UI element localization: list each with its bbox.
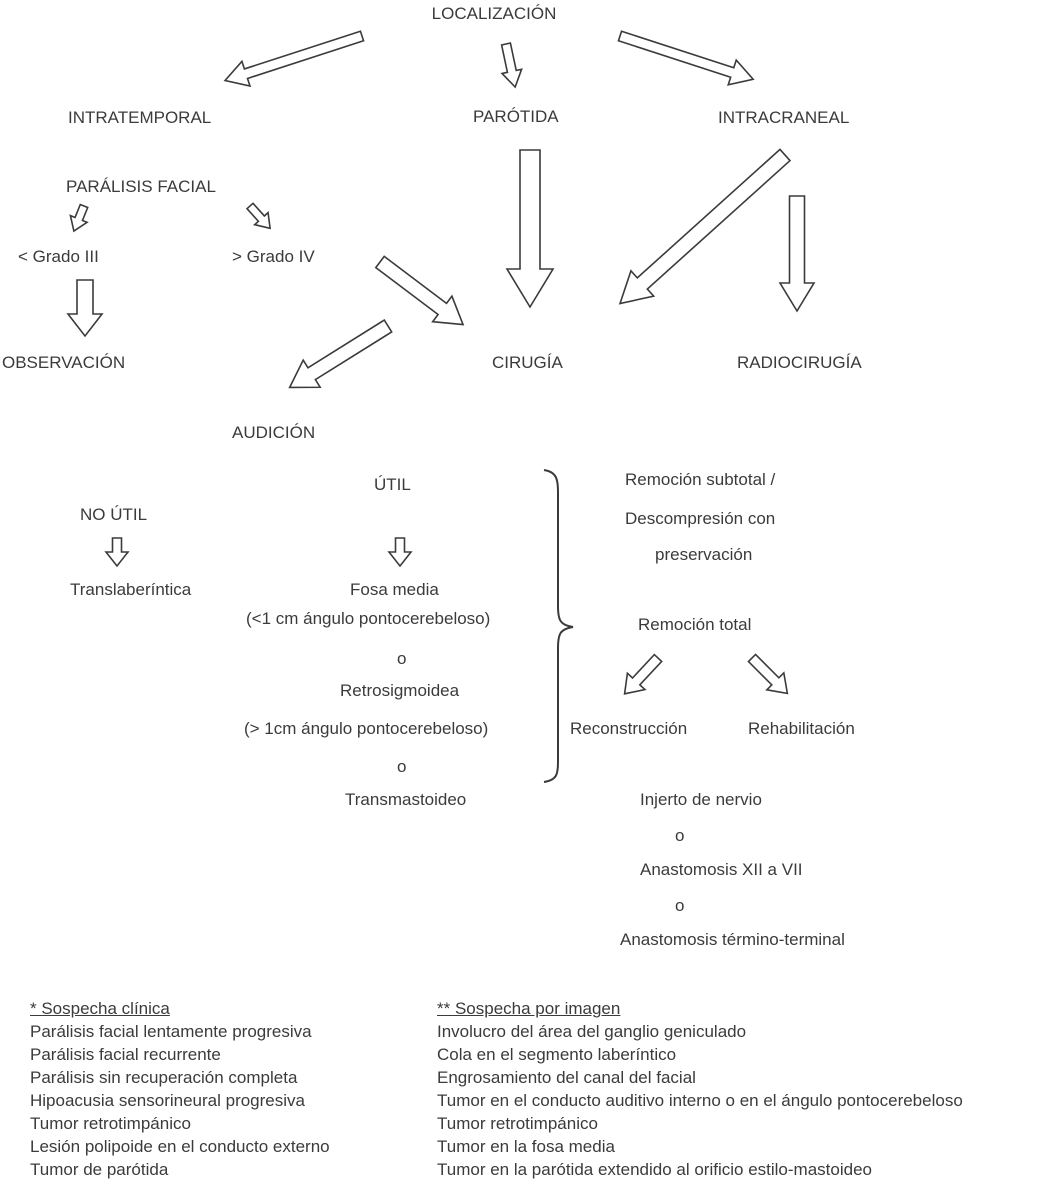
node-grado-iv: > Grado IV xyxy=(232,247,315,266)
arrow-grado-iii-to-observacion xyxy=(66,279,104,338)
footnote-imagen-item: Tumor en la fosa media xyxy=(437,1137,615,1156)
arrow-no-util-to-translaberintica xyxy=(104,537,130,568)
footnote-clinica-item: Parálisis sin recuperación completa xyxy=(30,1068,298,1087)
node-intratemporal: INTRATEMPORAL xyxy=(68,108,212,127)
node-no-util: NO ÚTIL xyxy=(80,505,148,524)
node-o-2: o xyxy=(397,757,407,776)
footnote-imagen-item: Tumor en el conducto auditivo interno o … xyxy=(437,1091,963,1110)
footnote-clinica-item: Tumor retrotimpánico xyxy=(30,1114,191,1133)
footnote-clinica-item: Parálisis facial lentamente progresiva xyxy=(30,1022,312,1041)
node-anastomosis-termino-terminal: Anastomosis término-terminal xyxy=(620,930,845,949)
node-paralisis-facial: PARÁLISIS FACIAL xyxy=(66,177,216,196)
node-observacion: OBSERVACIÓN xyxy=(2,353,126,372)
approach-group-brace xyxy=(543,469,574,783)
footnote-imagen-heading: ** Sospecha por imagen xyxy=(437,999,621,1018)
node-localizacion: LOCALIZACIÓN xyxy=(431,4,557,23)
node-o-1: o xyxy=(397,649,407,668)
arrow-remocion-to-rehabilitacion xyxy=(747,653,789,695)
footnote-imagen-item: Cola en el segmento laberíntico xyxy=(437,1045,677,1064)
node-reconstruccion: Reconstrucción xyxy=(570,719,688,738)
node-grado-iii: < Grado III xyxy=(18,247,99,266)
footnote-clinica-item: Parálisis facial recurrente xyxy=(30,1045,221,1064)
node-anastomosis-xii-vii: Anastomosis XII a VII xyxy=(640,860,803,879)
footnote-imagen-item: Tumor en la parótida extendido al orific… xyxy=(437,1160,872,1179)
arrow-util-to-fosa-media xyxy=(387,537,413,568)
arrow-cirugia-to-audicion xyxy=(288,318,393,389)
node-radiocirugia: RADIOCIRUGÍA xyxy=(737,353,862,372)
footnote-imagen-item: Tumor retrotimpánico xyxy=(437,1114,598,1133)
arrow-localizacion-to-intracraneal xyxy=(617,30,755,86)
arrow-localizacion-to-intratemporal xyxy=(223,30,365,88)
node-intracraneal: INTRACRANEAL xyxy=(718,108,850,127)
node-o-3: o xyxy=(675,826,685,845)
arrow-intracraneal-to-cirugia xyxy=(618,148,792,305)
node-parotida: PARÓTIDA xyxy=(473,107,559,126)
node-translaberintica: Translaberíntica xyxy=(70,580,192,599)
node-o-4: o xyxy=(675,896,685,915)
arrow-grado-iv-to-cirugia xyxy=(374,255,465,326)
node-retrosigmoidea-criterio: (> 1cm ángulo pontocerebeloso) xyxy=(244,719,489,738)
footnote-imagen-item: Involucro del área del ganglio geniculad… xyxy=(437,1022,747,1041)
footnote-clinica-item: Lesión polipoide en el conducto externo xyxy=(30,1137,330,1156)
node-retrosigmoidea: Retrosigmoidea xyxy=(340,681,460,700)
arrow-parotida-to-cirugia xyxy=(505,149,555,309)
node-remocion-subtotal-linea3: preservación xyxy=(655,545,753,564)
arrow-remocion-to-reconstruccion xyxy=(623,653,663,695)
footnote-sospecha-imagen: ** Sospecha por imagen Involucro del áre… xyxy=(437,997,1057,1181)
node-remocion-total: Remoción total xyxy=(638,615,752,634)
footnote-sospecha-clinica: * Sospecha clínica Parálisis facial lent… xyxy=(30,997,430,1181)
node-injerto-nervio: Injerto de nervio xyxy=(640,790,762,809)
node-fosa-media-criterio: (<1 cm ángulo pontocerebeloso) xyxy=(246,609,491,628)
arrow-paralisis-to-grado-iv xyxy=(245,202,272,230)
arrow-paralisis-to-grado-iii xyxy=(69,203,89,233)
arrow-intracraneal-to-radiocirugia xyxy=(778,195,816,313)
node-remocion-subtotal-linea1: Remoción subtotal / xyxy=(625,470,776,489)
footnote-clinica-item: Hipoacusia sensorineural progresiva xyxy=(30,1091,305,1110)
footnote-imagen-item: Engrosamiento del canal del facial xyxy=(437,1068,696,1087)
node-audicion: AUDICIÓN xyxy=(232,423,316,442)
node-fosa-media: Fosa media xyxy=(350,580,439,599)
node-rehabilitacion: Rehabilitación xyxy=(748,719,855,738)
footnote-clinica-heading: * Sospecha clínica xyxy=(30,999,170,1018)
arrow-localizacion-to-parotida xyxy=(500,42,523,89)
node-cirugia: CIRUGÍA xyxy=(492,353,563,372)
footnote-clinica-item: Tumor de parótida xyxy=(30,1160,169,1179)
node-remocion-subtotal-linea2: Descompresión con xyxy=(625,509,776,528)
node-transmastoideo: Transmastoideo xyxy=(345,790,467,809)
node-util: ÚTIL xyxy=(374,475,411,494)
